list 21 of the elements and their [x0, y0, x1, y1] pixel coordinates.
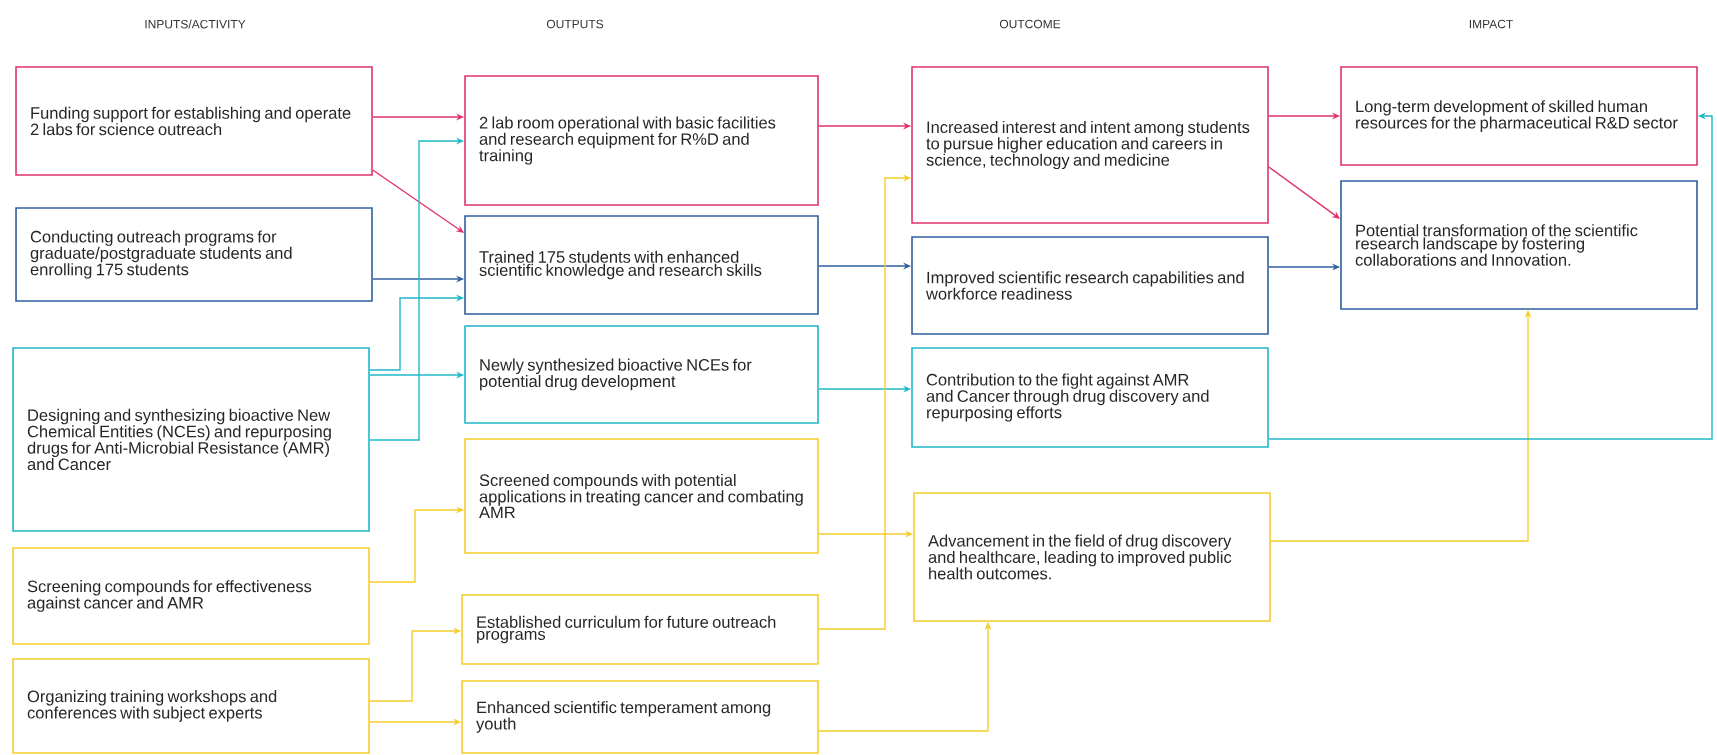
column-heading: IMPACT — [1469, 19, 1513, 29]
outcome-box: Conducting outreach programs for graduate/postgraduate students and enrolling 175 students — [15, 207, 373, 302]
outcome-box: Established curriculum for future outreach programs — [461, 594, 819, 665]
outcome-box: Advancement in the field of drug discovery and healthcare, leading to improved public health outcomes. — [913, 492, 1271, 622]
column-heading: OUTCOME — [999, 19, 1061, 29]
outcome-box: Newly synthesized bioactive NCEs for potential drug development — [464, 325, 819, 424]
outcome-box: Trained 175 students with enhanced scientific knowledge and research skills — [464, 215, 819, 315]
outcome-box: Improved scientific research capabilities and workforce readiness — [911, 236, 1269, 335]
outcome-box: Potential transformation of the scientific research landscape by fostering collaborations and Innovation. — [1340, 180, 1698, 310]
outcome-box: Enhanced scientific temperament among youth — [461, 680, 819, 754]
outcome-box: Long-term development of skilled human resources for the pharmaceutical R&D sector — [1340, 66, 1698, 166]
outcome-box: Increased interest and intent among students to pursue higher education and careers in science, technology and medicine — [911, 66, 1269, 224]
column-heading: INPUTS/ACTIVITY — [145, 19, 246, 29]
outcome-box: Funding support for establishing and operate 2 labs for science outreach — [15, 66, 373, 176]
outcome-box: Screening compounds for effectiveness against cancer and AMR — [12, 547, 370, 645]
outcome-box: Contribution to the fight against AMR and Cancer through drug discovery and repurposing efforts — [911, 347, 1269, 448]
outcome-box: Designing and synthesizing bioactive New Chemical Entities (NCEs) and repurposing drugs for Anti-Microbial Resistance (AMR) and Cancer — [12, 347, 370, 532]
outcome-box: 2 lab room operational with basic facilities and research equipment for R%D and training — [464, 75, 819, 206]
column-heading: OUTPUTS — [546, 19, 604, 29]
outcome-box: Screened compounds with potential applications in treating cancer and combating AMR — [464, 438, 819, 554]
outcome-box: Organizing training workshops and conferences with subject experts — [12, 658, 370, 754]
